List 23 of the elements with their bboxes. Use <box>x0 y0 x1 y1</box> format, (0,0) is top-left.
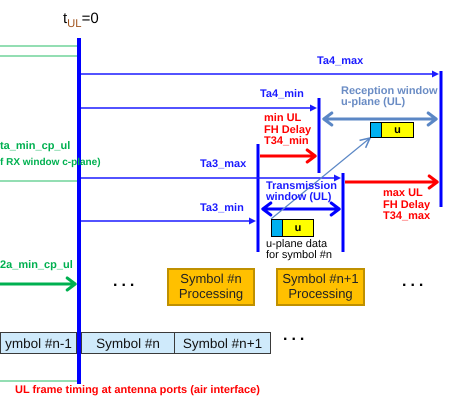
symbol-block: Symbol #n+1 <box>174 332 271 354</box>
symbol-block: Symbol #n <box>81 332 175 354</box>
timing-label: 2a_min_cp_ul <box>0 260 73 272</box>
ellipsis: ... <box>113 274 138 291</box>
timing-label: Ta4_max <box>317 56 364 68</box>
data-packet: u <box>370 122 414 138</box>
caption-text: UL frame timing at antenna ports (air interface) <box>15 385 260 397</box>
arrow <box>270 137 371 220</box>
timing-label: ta_min_cp_ul <box>0 141 70 153</box>
window-label: Reception window u-plane (UL) <box>341 86 439 108</box>
delay-label: max UL FH Delay T34_max <box>383 188 432 222</box>
ellipsis: ... <box>283 328 308 345</box>
node-caption: u-plane data for symbol #n <box>266 239 334 261</box>
timing-label: Ta3_max <box>200 159 246 171</box>
time-zero-label: t$_{UL}$=0 <box>63 11 99 31</box>
data-packet: u <box>271 219 314 237</box>
process-box: Symbol #n+1 Processing <box>276 268 365 306</box>
timing-label: Ta4_min <box>260 89 304 101</box>
symbol-block: ymbol #n-1 <box>0 332 77 354</box>
process-box: Symbol #n Processing <box>167 268 255 306</box>
timing-label: Ta3_min <box>200 203 244 215</box>
ellipsis: ... <box>402 274 428 291</box>
delay-label: min UL FH Delay T34_min <box>264 113 312 148</box>
